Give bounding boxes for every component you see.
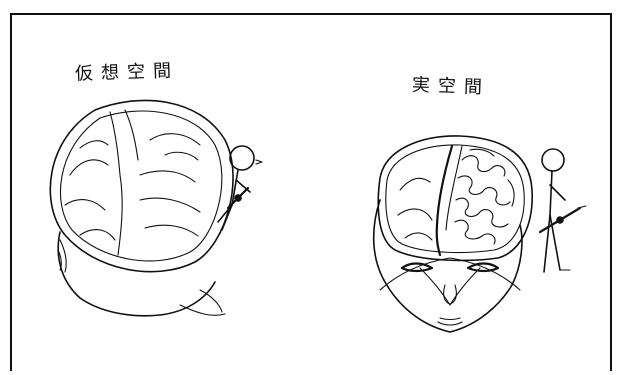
virtual-head-drawing — [50, 100, 262, 315]
real-head-drawing — [374, 136, 586, 332]
